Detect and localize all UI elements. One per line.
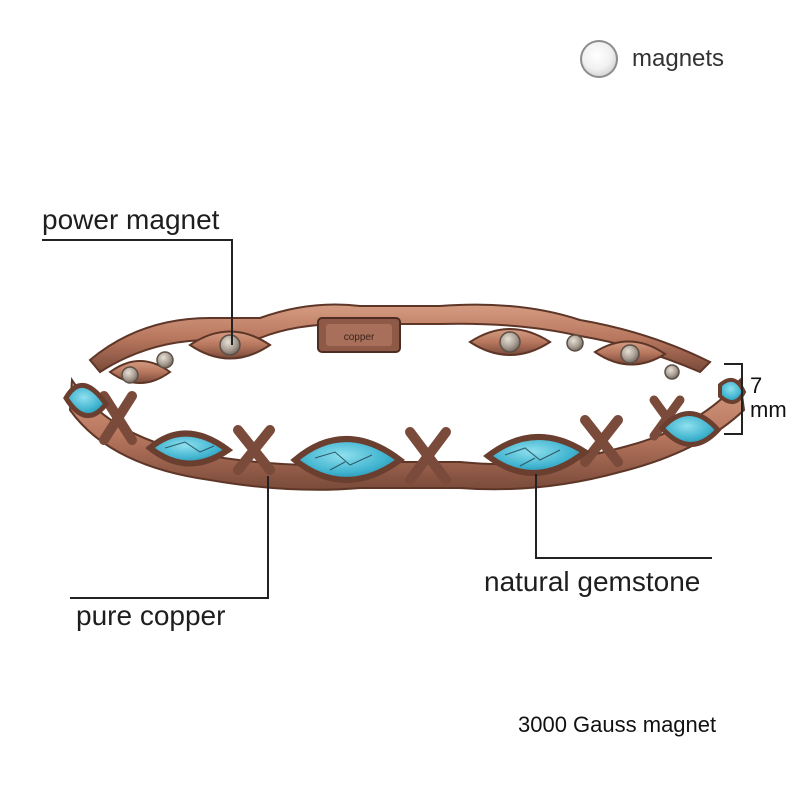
gemstones	[63, 377, 747, 483]
dimension-unit: mm	[750, 397, 787, 422]
width-dimension: 7 mm	[750, 374, 787, 422]
dimension-bracket	[724, 363, 743, 435]
dimension-value: 7	[750, 373, 763, 398]
magnet-icon	[219, 334, 241, 356]
gemstone-icon	[658, 411, 722, 447]
magnet-icon	[620, 344, 640, 364]
legend-label: magnets	[632, 45, 725, 72]
magnet-icon	[121, 366, 139, 384]
legend: magnets	[580, 40, 724, 78]
magnet-icon	[499, 331, 521, 353]
magnet-icon	[566, 334, 584, 352]
clasp-engraving: copper	[344, 332, 375, 343]
pure-copper-leader	[70, 476, 269, 599]
callout-lines	[42, 239, 743, 599]
gemstone-icon	[483, 433, 591, 477]
magnets	[121, 331, 680, 384]
gemstone-icon	[290, 436, 406, 483]
natural-gemstone-leader	[535, 474, 712, 559]
pure-copper-label: pure copper	[76, 600, 226, 631]
gemstone-icon	[63, 383, 110, 418]
magnet-circle-icon	[580, 40, 618, 78]
magnet-icon	[664, 364, 680, 380]
gemstone-icon	[718, 377, 747, 404]
gemstone-icon	[145, 430, 234, 467]
magnet-icon	[156, 351, 174, 369]
clasp: copper	[317, 317, 401, 353]
power-magnet-label: power magnet	[42, 204, 220, 235]
power-magnet-leader	[42, 239, 233, 345]
bracelet-back-links	[88, 303, 712, 384]
gauss-rating: 3000 Gauss magnet	[518, 712, 717, 737]
natural-gemstone-label: natural gemstone	[484, 566, 701, 597]
